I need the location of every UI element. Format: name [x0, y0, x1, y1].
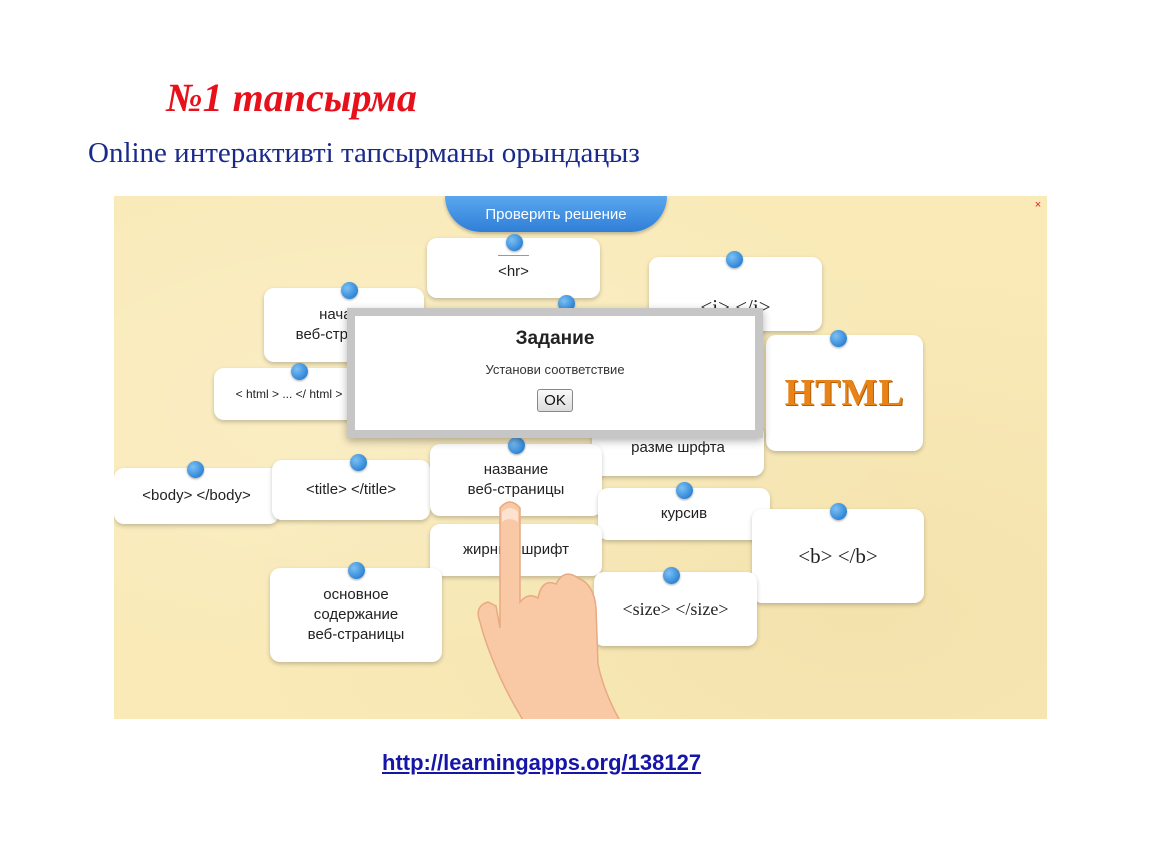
- pointing-hand-icon: [477, 501, 620, 719]
- pin-icon[interactable]: [350, 454, 367, 471]
- pin-icon[interactable]: [506, 234, 523, 251]
- pin-icon[interactable]: [348, 562, 365, 579]
- ok-button[interactable]: OK: [537, 389, 573, 412]
- pin-icon[interactable]: [558, 295, 575, 312]
- pin-icon[interactable]: [508, 437, 525, 454]
- pin-icon[interactable]: [830, 330, 847, 347]
- pin-icon[interactable]: [676, 482, 693, 499]
- card-label: <title> </title>: [305, 481, 397, 498]
- card-label: < html > ... </ html >: [235, 387, 343, 401]
- card-label: <size> </size>: [622, 599, 729, 619]
- card-html-tag[interactable]: < html > ... </ html >: [214, 368, 364, 420]
- task-dialog: Задание Установи соответствие OK: [347, 308, 763, 438]
- slide-subtitle: Online интерактивті тапсырманы орындаңыз: [88, 137, 640, 169]
- pin-icon[interactable]: [663, 567, 680, 584]
- pin-icon[interactable]: [291, 363, 308, 380]
- card-label: курсив: [660, 505, 708, 522]
- dialog-message: Установи соответствие: [485, 362, 625, 377]
- check-solution-button[interactable]: Проверить решение: [445, 196, 667, 232]
- learningapps-board: Проверить решение × <hr> <i> </i> начало…: [114, 196, 1047, 719]
- pin-icon[interactable]: [726, 251, 743, 268]
- learningapps-link[interactable]: http://learningapps.org/138127: [382, 750, 702, 775]
- card-size-tag[interactable]: <size> </size>: [594, 572, 757, 646]
- task-dialog-body: Задание Установи соответствие OK: [355, 316, 755, 430]
- dialog-title: Задание: [515, 328, 595, 349]
- pin-icon[interactable]: [187, 461, 204, 478]
- slide-title: №1 тапсырма: [166, 75, 417, 120]
- card-label: основное содержание веб-страницы: [307, 586, 405, 643]
- card-label: название веб-страницы: [467, 461, 565, 498]
- card-title-tag[interactable]: <title> </title>: [272, 460, 430, 520]
- card-main-content[interactable]: основное содержание веб-страницы: [270, 568, 442, 662]
- card-label: <hr>: [498, 254, 529, 282]
- card-label: <b> </b>: [798, 544, 878, 568]
- card-html-logo[interactable]: HTML: [766, 335, 923, 451]
- pin-icon[interactable]: [830, 503, 847, 520]
- card-label: разме шрфта: [631, 439, 725, 456]
- close-icon[interactable]: ×: [1034, 199, 1042, 211]
- html-logo-icon: HTML: [784, 372, 905, 414]
- card-bold-tag[interactable]: <b> </b>: [752, 509, 924, 603]
- card-label: <body> </body>: [142, 487, 251, 504]
- pin-icon[interactable]: [341, 282, 358, 299]
